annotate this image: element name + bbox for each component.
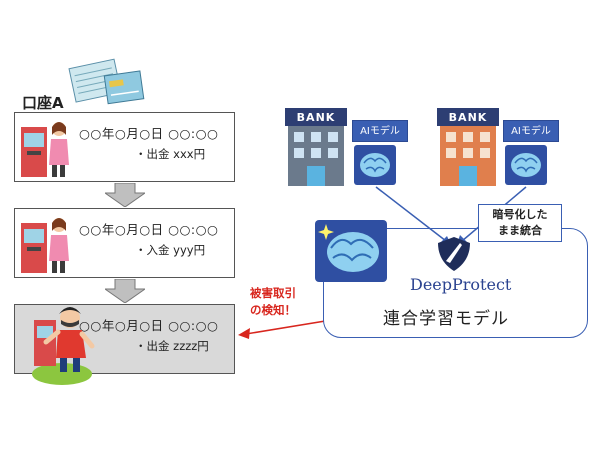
- bank-sign: BANK: [449, 111, 488, 124]
- account-label: 口座A: [22, 94, 64, 112]
- down-arrow-icon: [105, 183, 145, 207]
- transaction-card-1: ○○年○月○日 ○○:○○ ・出金 xxx円: [14, 112, 235, 182]
- atm-user-illustration: [21, 218, 69, 273]
- fraud-detection-note: 被害取引 の検知！: [250, 286, 296, 317]
- transaction-detail: ・出金 zzzz円: [135, 339, 209, 353]
- transaction-detail: ・出金 xxx円: [135, 147, 206, 161]
- transaction-date: ○○年○月○日 ○○:○○: [79, 222, 219, 237]
- atm-user-illustration: [21, 122, 69, 177]
- ai-model-tag: AIモデル: [352, 120, 408, 142]
- bank-building-icon: BANK: [285, 108, 347, 186]
- transaction-date: ○○年○月○日 ○○:○○: [79, 126, 219, 141]
- encryption-note: 暗号化した まま統合: [478, 204, 562, 242]
- ai-model-tag: AIモデル: [503, 120, 559, 142]
- ai-brain-icon: [354, 145, 396, 185]
- down-arrow-icon: [105, 279, 145, 303]
- transaction-detail: ・入金 yyy円: [135, 243, 206, 257]
- thief-illustration: [32, 307, 95, 385]
- transaction-card-2: ○○年○月○日 ○○:○○ ・入金 yyy円: [14, 208, 235, 278]
- ai-brain-icon: [505, 145, 547, 185]
- federated-model-label: 連合学習モデル: [383, 309, 509, 329]
- brand-name: DeepProtect: [410, 275, 512, 294]
- passbook-illustration: [68, 58, 145, 105]
- deepprotect-shield-icon: [438, 237, 470, 271]
- bank-building-icon: BANK: [437, 108, 499, 186]
- federated-brain-icon: [315, 220, 387, 282]
- bank-sign: BANK: [297, 111, 336, 124]
- transaction-date: ○○年○月○日 ○○:○○: [79, 318, 219, 333]
